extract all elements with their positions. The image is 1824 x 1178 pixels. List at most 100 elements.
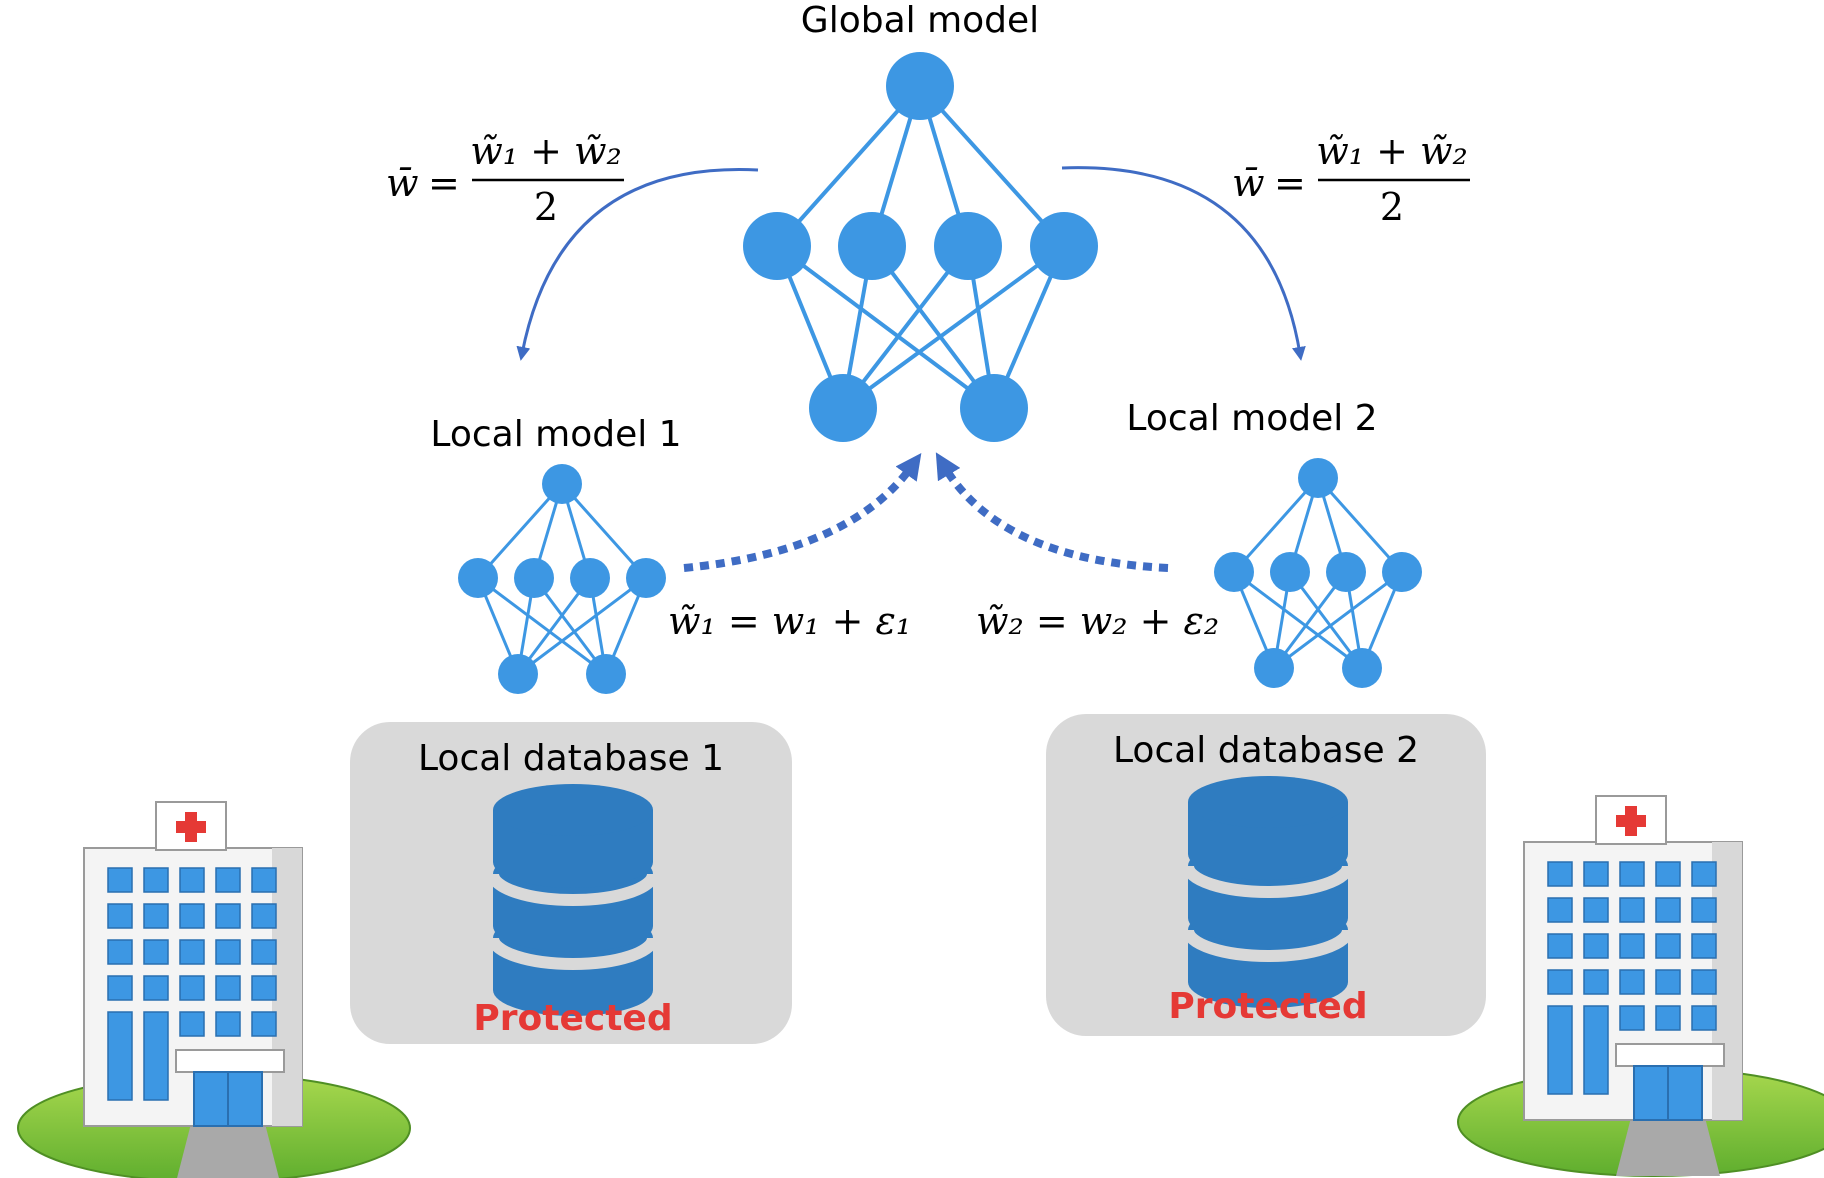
database-gap [487,873,659,906]
hospital-window [1583,969,1609,995]
noise-formula-2: w̃₂ = w₂ + ε₂ [976,599,1219,643]
hospital-window [1583,933,1609,959]
network-node [514,558,554,598]
hospital-cross-icon [1616,815,1646,827]
hospital-window [1583,1005,1609,1095]
hospital-window [107,1011,133,1101]
network-edge [918,84,1066,248]
database-gap [1182,865,1354,898]
network-edge [1232,477,1320,573]
distribute-arrow-left [516,168,759,361]
network-node [458,558,498,598]
local-model-1-label: Local model 1 [430,414,681,455]
network-node [1270,552,1310,592]
database-icon [487,784,659,1016]
network-node [626,558,666,598]
hospital-window [1547,897,1573,923]
local-model-2-network [1214,458,1422,688]
global-model-label: Global model [801,0,1039,41]
hospital-window [1691,897,1717,923]
hospital-window [251,903,277,929]
hospital-cross-icon [176,821,206,833]
hospital-window [179,939,205,965]
network-node [1030,212,1098,280]
local-database-1-panel: Local database 1 Protected [350,722,792,1044]
network-node [542,464,582,504]
hospital-window [1547,969,1573,995]
global-model-network [743,52,1098,442]
hospital-window [107,903,133,929]
hospital-window [1619,1005,1645,1031]
network-edge [841,244,1066,410]
network-node [1214,552,1254,592]
database-layer-top [493,784,653,836]
hospital-window [251,975,277,1001]
network-node [1326,552,1366,592]
upload-arrow-2 [935,452,1169,572]
hospital-window [1583,897,1609,923]
network-edge [1233,570,1363,670]
noise-formula-1: w̃₁ = w₁ + ε₁ [668,599,911,643]
network-node [570,558,610,598]
local-database-1-label: Local database 1 [418,738,724,779]
hospital-window [1547,1005,1573,1095]
network-node [838,212,906,280]
formula-right-lhs: w̄ [1232,161,1265,205]
database-gap [1182,929,1354,962]
hospital-window [215,903,241,929]
network-node [586,654,626,694]
network-node [934,212,1002,280]
network-node [1342,648,1382,688]
hospital-window [1691,969,1717,995]
hospital-window [1655,861,1681,887]
hospital-window [107,939,133,965]
hospital-window [215,939,241,965]
formula-left-eq: = [428,161,460,205]
averaging-formula-right: w̄ = w̃₁ + w̃₂ 2 [1232,129,1470,229]
network-node [743,212,811,280]
walkway [177,1112,279,1178]
hospital-window [143,903,169,929]
network-edge [1273,570,1403,670]
hospital-window [251,939,277,965]
hospital-window [1655,1005,1681,1031]
entrance-canopy [1615,1043,1725,1067]
hospital-window [1655,969,1681,995]
hospital-window [1655,933,1681,959]
network-node [960,374,1028,442]
hospital-window [215,1011,241,1037]
network-edge [775,244,996,410]
hospital-window [107,975,133,1001]
hospital-window [1619,969,1645,995]
network-node [886,52,954,120]
hospital-window [179,903,205,929]
network-edge [477,576,607,676]
hospital-window [179,1011,205,1037]
averaging-formula-left: w̄ = w̃₁ + w̃₂ 2 [386,129,624,229]
network-edge [476,483,564,579]
hospital-window [251,867,277,893]
formula-left-numerator: w̃₁ + w̃₂ [470,129,622,173]
hospital-window [107,867,133,893]
hospital-window [179,975,205,1001]
local-database-2-panel: Local database 2 Protected [1046,714,1486,1036]
network-node [1254,648,1294,688]
formula-right-denominator: 2 [1380,185,1404,229]
hospital-side-shade [272,848,302,1126]
hospital-window [215,867,241,893]
network-node [498,654,538,694]
formula-right-numerator: w̃₁ + w̃₂ [1316,129,1468,173]
upload-arrow-1 [683,453,922,572]
network-edge [1316,477,1404,573]
local-model-2-label: Local model 2 [1126,398,1377,439]
hospital-side-shade [1712,842,1742,1120]
hospital-window [143,1011,169,1101]
hospital-window [1691,1005,1717,1031]
formula-right-eq: = [1274,161,1306,205]
hospital-window [143,867,169,893]
hospital-window [215,975,241,1001]
walkway [1616,1106,1720,1176]
distribute-arrow-right [1061,166,1306,361]
protected-label-1: Protected [473,998,672,1039]
